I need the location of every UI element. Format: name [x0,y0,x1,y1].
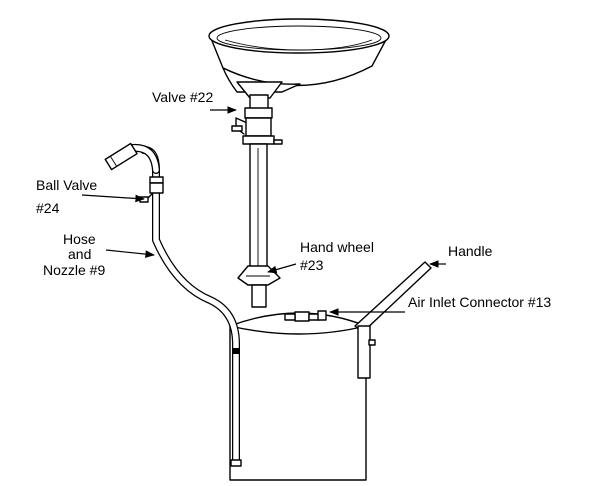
drain-funnel [208,18,390,99]
valve-22 [231,94,283,145]
label-air-inlet-13: Air Inlet Connector #13 [408,294,551,310]
leader-arrows [81,106,446,316]
label-ball-valve-24-line2: #24 [36,200,60,216]
label-hand-wheel-line1: Hand wheel [300,239,374,255]
label-ball-valve-24-line1: Ball Valve [36,177,97,193]
label-handle: Handle [448,243,493,259]
label-hand-wheel-line2: #23 [300,257,324,273]
hand-wheel-23 [237,265,281,308]
center-tube [249,143,268,271]
hose-and-nozzle [104,142,242,467]
label-hose-line2: and [68,246,91,262]
tank [229,310,367,481]
label-valve-22: Valve #22 [152,89,213,105]
label-hose-line3: Nozzle #9 [43,262,105,278]
handle [354,261,432,379]
label-hose-line1: Hose [63,231,96,247]
